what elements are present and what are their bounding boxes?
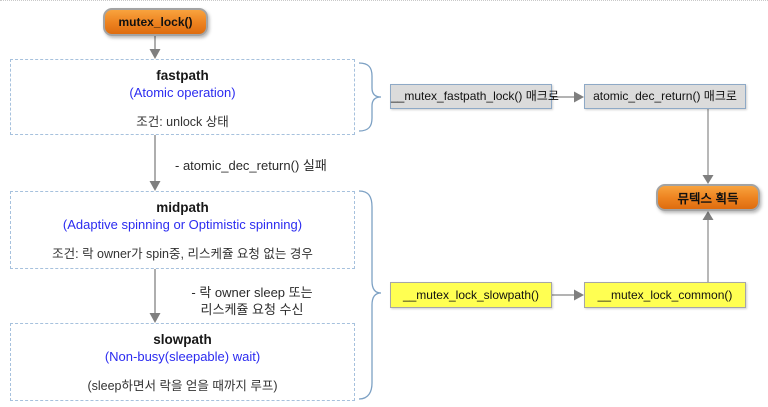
fastpath-condition: 조건: unlock 상태 (136, 115, 229, 129)
mutex-fastpath-lock-macro-node: __mutex_fastpath_lock() 매크로 (390, 84, 559, 109)
arrow-atomicmacro-to-mutexacquired (702, 109, 714, 184)
midpath-fail-label-line1: - 락 owner sleep 또는 (191, 285, 313, 300)
fastpath-title: fastpath (156, 68, 209, 83)
mutex-acquired-node: 뮤텍스 획득 (656, 184, 760, 211)
midpath-box: midpath (Adaptive spinning or Optimistic… (10, 191, 355, 269)
fastpath-box: fastpath (Atomic operation) 조건: unlock 상… (10, 59, 355, 135)
atomic-dec-return-macro-node: atomic_dec_return() 매크로 (584, 84, 746, 109)
midpath-subtitle: (Adaptive spinning or Optimistic spinnin… (62, 217, 303, 232)
arrow-mutexlock-to-fastpath (149, 36, 161, 59)
fastpath-fail-label: - atomic_dec_return() 실패 (175, 158, 327, 173)
arrow-fastpathmacro-to-atomicmacro (552, 91, 584, 103)
arrow-midpath-to-slowpath (149, 269, 161, 323)
mutex-lock-common-node: __mutex_lock_common() (584, 282, 746, 308)
slowpath-condition: (sleep하면서 락을 얻을 때까지 루프) (87, 379, 278, 393)
midpath-title: midpath (156, 200, 209, 215)
arrow-fastpath-to-midpath (149, 135, 161, 191)
mutex-lock-node: mutex_lock() (103, 8, 208, 36)
fastpath-subtitle: (Atomic operation) (129, 85, 236, 100)
arrow-slowpathfn-to-commonfn (552, 289, 584, 301)
slowpath-box: slowpath (Non-busy(sleepable) wait) (sle… (10, 323, 355, 401)
arrow-commonfn-to-mutexacquired (702, 211, 714, 282)
slowpath-subtitle: (Non-busy(sleepable) wait) (104, 349, 261, 364)
brace-midslowpath-icon (358, 190, 382, 400)
midpath-condition: 조건: 락 owner가 spin중, 리스케쥴 요청 없는 경우 (52, 247, 313, 261)
midpath-fail-label: - 락 owner sleep 또는 리스케쥴 요청 수신 (172, 284, 332, 318)
mutex-lock-slowpath-node: __mutex_lock_slowpath() (390, 282, 552, 308)
midpath-fail-label-line2: 리스케쥴 요청 수신 (200, 302, 304, 317)
brace-fastpath-icon (358, 62, 382, 132)
slowpath-title: slowpath (153, 332, 212, 347)
